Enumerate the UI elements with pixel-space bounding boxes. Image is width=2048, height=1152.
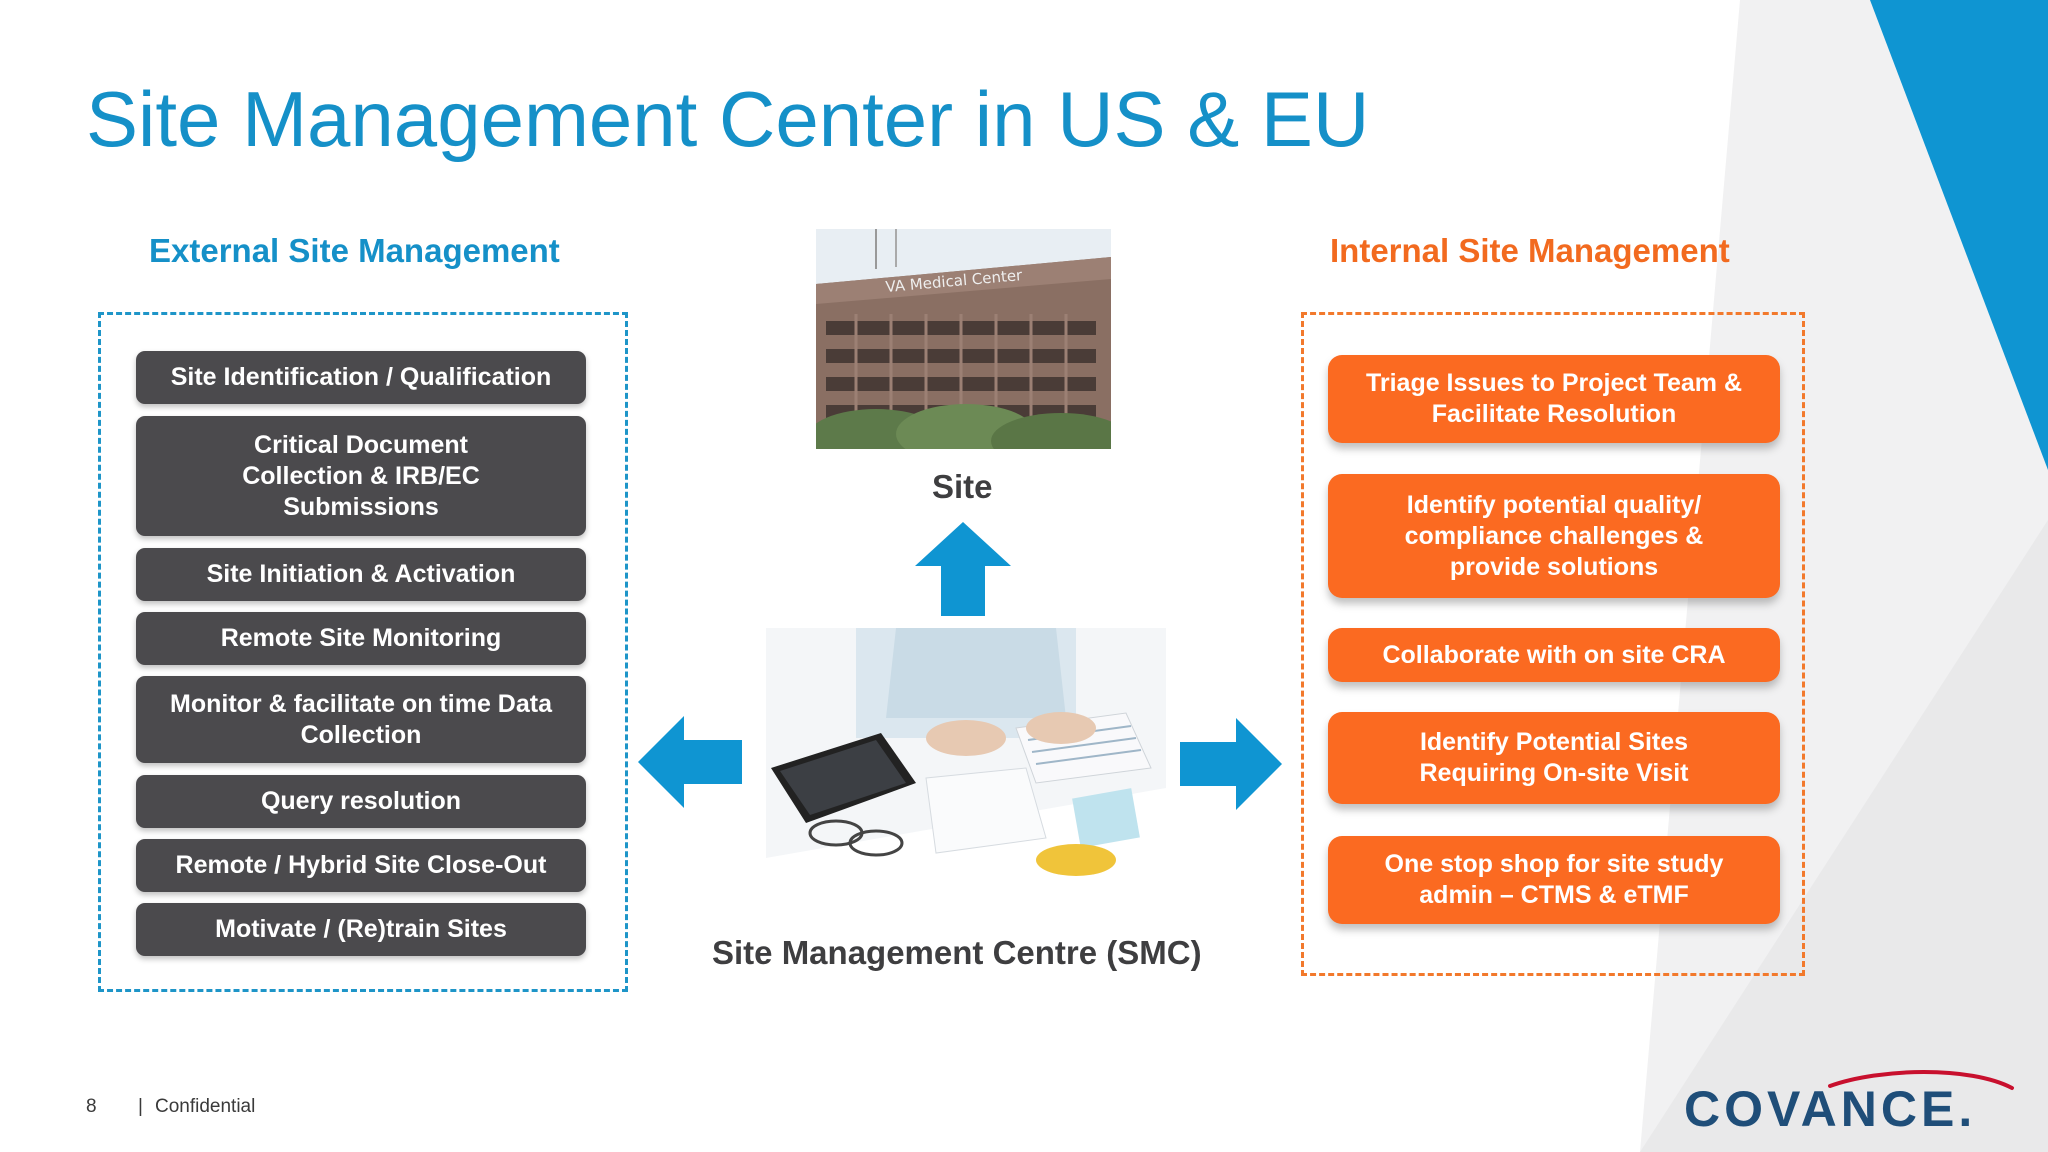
internal-item: Collaborate with on site CRA xyxy=(1328,628,1780,682)
internal-item: Identify potential quality/ compliance c… xyxy=(1328,474,1780,598)
site-building-photo: VA Medical Center xyxy=(816,229,1111,449)
external-item: Critical Document Collection & IRB/EC Su… xyxy=(136,416,586,536)
external-item: Remote Site Monitoring xyxy=(136,612,586,665)
site-caption: Site xyxy=(932,468,993,505)
external-item: Monitor & facilitate on time Data Collec… xyxy=(136,676,586,763)
footer-separator: | xyxy=(138,1096,143,1117)
external-item: Query resolution xyxy=(136,775,586,828)
smc-desk-photo xyxy=(766,628,1166,878)
external-item: Motivate / (Re)train Sites xyxy=(136,903,586,956)
confidential-label: Confidential xyxy=(155,1096,256,1117)
internal-site-management-heading: Internal Site Management xyxy=(1330,232,1730,269)
external-site-management-panel xyxy=(98,312,628,992)
external-item: Site Initiation & Activation xyxy=(136,548,586,601)
internal-site-management-panel xyxy=(1301,312,1805,976)
arrow-right-icon xyxy=(1180,718,1282,810)
internal-item: Triage Issues to Project Team & Facilita… xyxy=(1328,355,1780,443)
external-item: Remote / Hybrid Site Close-Out xyxy=(136,839,586,892)
external-site-management-heading: External Site Management xyxy=(149,232,560,269)
slide-title: Site Management Center in US & EU xyxy=(86,75,1370,163)
covance-logo: COVANCE. xyxy=(1684,1070,2014,1134)
page-number: 8 xyxy=(86,1096,97,1117)
arrow-left-icon xyxy=(638,716,742,808)
covance-logo-text: COVANCE. xyxy=(1684,1081,1976,1134)
internal-item: One stop shop for site study admin – CTM… xyxy=(1328,836,1780,924)
smc-caption: Site Management Centre (SMC) xyxy=(712,934,1202,971)
internal-item: Identify Potential Sites Requiring On-si… xyxy=(1328,712,1780,804)
arrow-up-icon xyxy=(915,522,1011,616)
external-item: Site Identification / Qualification xyxy=(136,351,586,404)
